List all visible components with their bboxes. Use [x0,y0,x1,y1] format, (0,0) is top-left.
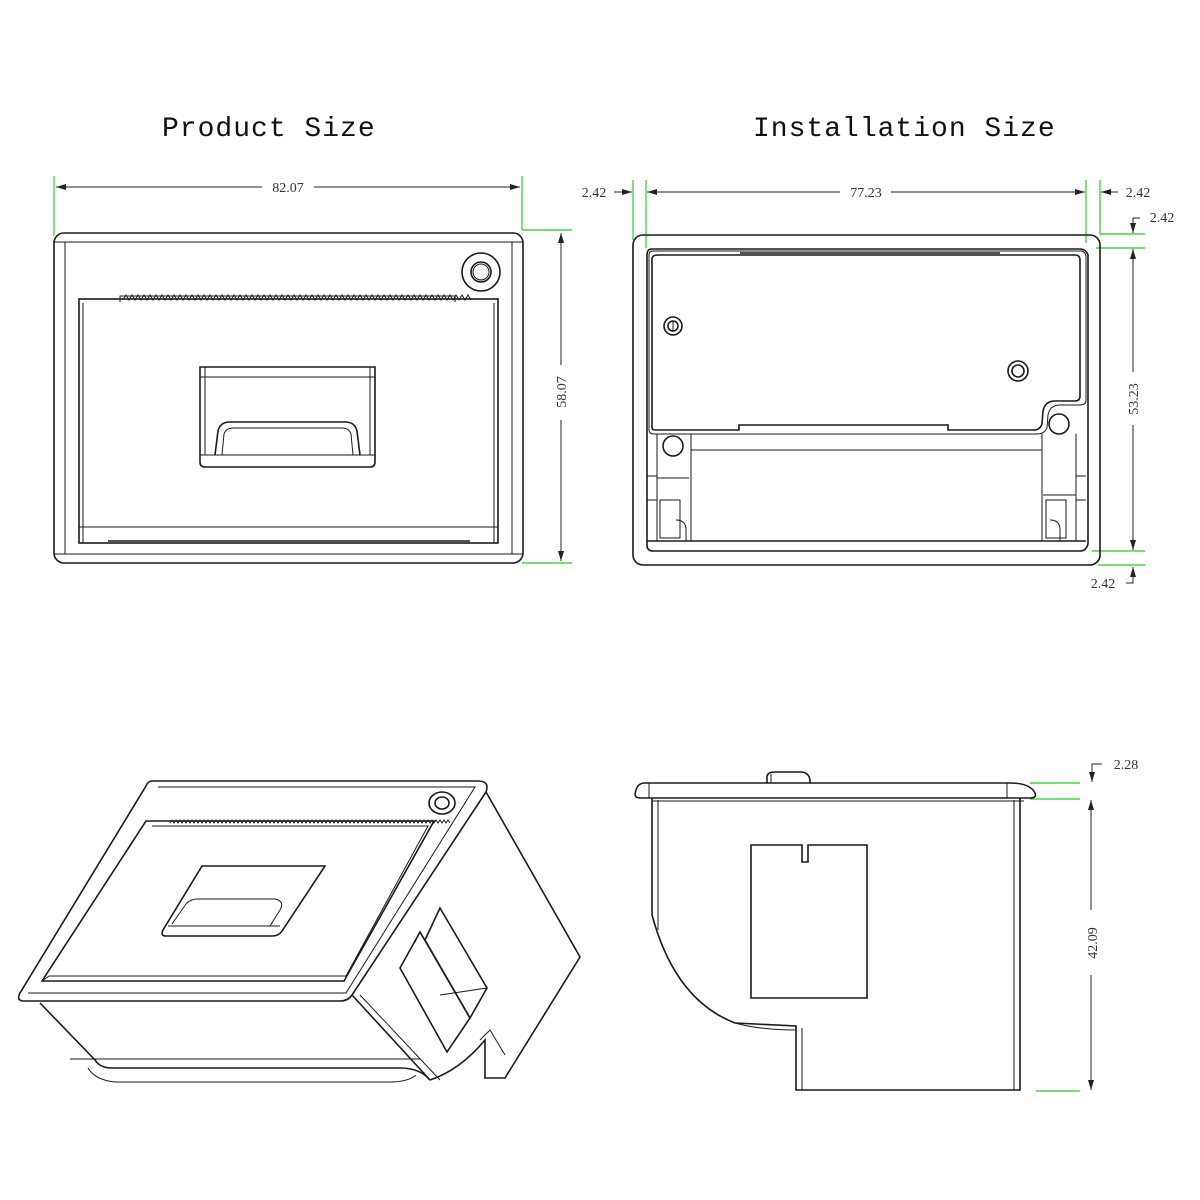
installation-front-view: 2.42 77.23 2.42 2.42 53.23 2.42 [582,180,1175,592]
product-front-view: 82.07 58.07 [53,176,572,564]
flange-thickness-label: 2.28 [1114,758,1139,773]
depth-label: 42.09 [1086,927,1101,959]
isometric-view [17,780,581,1083]
side-view: 2.28 42.09 [634,758,1139,1092]
product-size-title: Product Size [162,114,376,145]
product-width-label: 82.07 [272,181,304,196]
install-top-margin-label: 2.42 [1150,211,1175,226]
install-bottom-margin-label: 2.42 [1091,577,1116,592]
feed-button-icon [428,791,456,815]
product-height-label: 58.07 [555,376,570,408]
install-width-label: 77.23 [850,186,882,201]
install-height-label: 53.23 [1127,383,1142,415]
install-left-margin-label: 2.42 [582,186,607,201]
screw-icon [663,316,683,336]
installation-size-title: Installation Size [753,114,1056,145]
install-right-margin-label: 2.42 [1126,186,1151,201]
screw-icon [1007,360,1029,382]
feed-button-icon [461,252,501,292]
